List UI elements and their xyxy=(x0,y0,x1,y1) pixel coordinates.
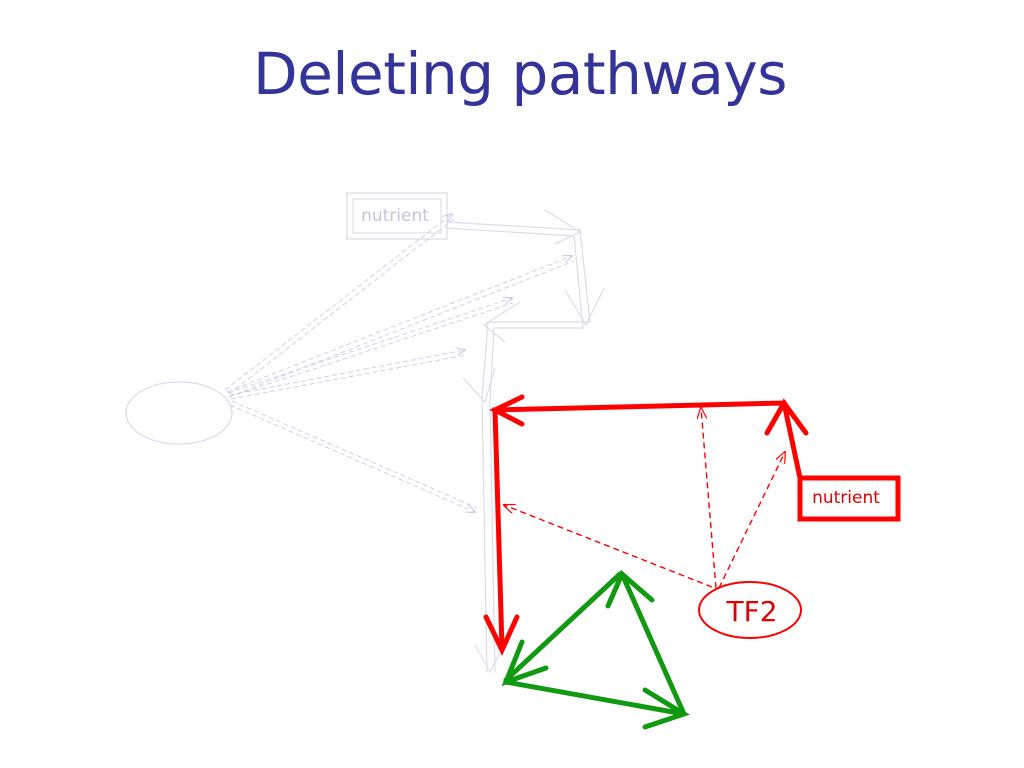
slide-title: Deleting pathways xyxy=(253,40,787,108)
faded-regulator-node xyxy=(125,381,233,445)
faded-arrowhead xyxy=(474,642,506,674)
faded-regulation-arrow xyxy=(224,214,452,391)
loop-arrow xyxy=(503,679,687,717)
red-pathway-arrow xyxy=(492,400,803,649)
faded-arrowhead xyxy=(564,287,605,327)
red-arrowhead xyxy=(483,614,520,656)
tf2-node xyxy=(698,581,802,639)
faded-regulation-arrow xyxy=(229,404,475,512)
loop-arrowhead xyxy=(501,639,549,687)
red-arrowhead xyxy=(489,394,525,427)
faded-pathways: nutrient xyxy=(125,192,605,674)
faded-arrowhead xyxy=(482,301,521,343)
red-arrowhead xyxy=(764,398,809,436)
tf2-regulation-arrow xyxy=(701,408,717,589)
loop-arrowhead xyxy=(605,569,655,609)
faded-regulation-arrow xyxy=(229,350,465,396)
tf2-label: TF2 xyxy=(725,595,777,628)
faded-nutrient-label: nutrient xyxy=(361,206,429,226)
faded-arrowhead xyxy=(462,367,496,404)
loop-arrow xyxy=(619,571,687,717)
faded-regulation-arrow xyxy=(228,217,456,395)
faded-regulation-arrow xyxy=(226,256,572,393)
faded-regulation-arrow xyxy=(231,400,478,509)
nutrient-label: nutrient xyxy=(812,488,880,508)
faded-pathway-arrow xyxy=(445,221,591,673)
loop-arrowhead xyxy=(642,687,690,730)
active-pathway: nutrient TF2 xyxy=(483,394,901,656)
faded-regulation-arrow xyxy=(227,298,512,394)
tf2-regulation-arrow xyxy=(718,452,785,589)
faded-nutrient-node: nutrient xyxy=(346,192,448,240)
nutrient-node xyxy=(797,475,901,522)
loop-arrow xyxy=(503,571,623,683)
faded-regulation-arrow xyxy=(228,260,575,398)
faded-arrowhead xyxy=(544,209,582,245)
feedback-loop xyxy=(501,569,690,730)
faded-pathway-arrow xyxy=(445,227,584,673)
faded-regulation-arrow xyxy=(228,302,514,398)
tf2-regulation-arrow xyxy=(504,505,713,588)
